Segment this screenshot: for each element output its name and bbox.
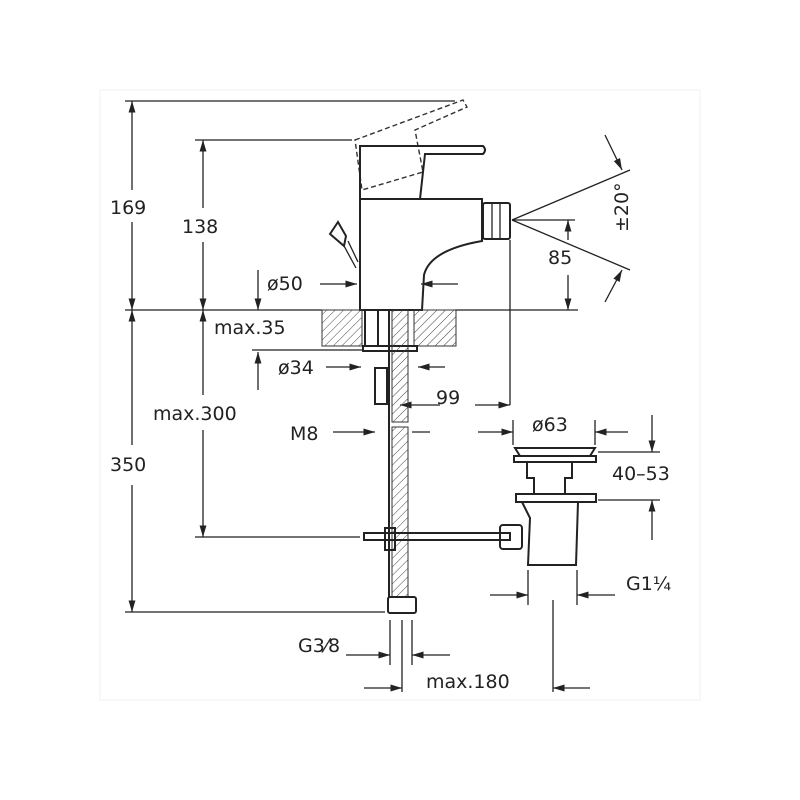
countertop [321,309,457,347]
label-max-distance: max.180 [426,671,510,693]
label-rod-thread: M8 [290,423,318,445]
drain [499,447,597,566]
label-max-rod: max.300 [153,403,237,425]
label-spray-angle: ±20° [611,182,633,232]
dimension-lines [128,101,656,692]
label-drain-range: 40–53 [612,463,670,485]
label-height-total: 169 [110,197,146,219]
hoses-and-rod [362,309,511,614]
label-height-lever: 138 [182,216,218,238]
label-drain-thread: G1¼ [626,573,671,595]
spray-angle [511,134,631,303]
label-hose-thread: G3⁄8 [298,635,340,657]
label-spout-reach: 99 [436,387,460,409]
faucet-body [328,99,511,311]
dimension-labels: 169 138 85 ±20° ø50 max.35 ø34 99 max.30… [110,182,671,693]
label-spout-height: 85 [548,247,572,269]
label-hose-length: 350 [110,454,146,476]
label-max-countertop: max.35 [214,317,286,339]
label-hole-diameter: ø34 [278,357,314,379]
label-drain-diameter: ø63 [532,414,568,436]
label-body-diameter: ø50 [267,273,303,295]
